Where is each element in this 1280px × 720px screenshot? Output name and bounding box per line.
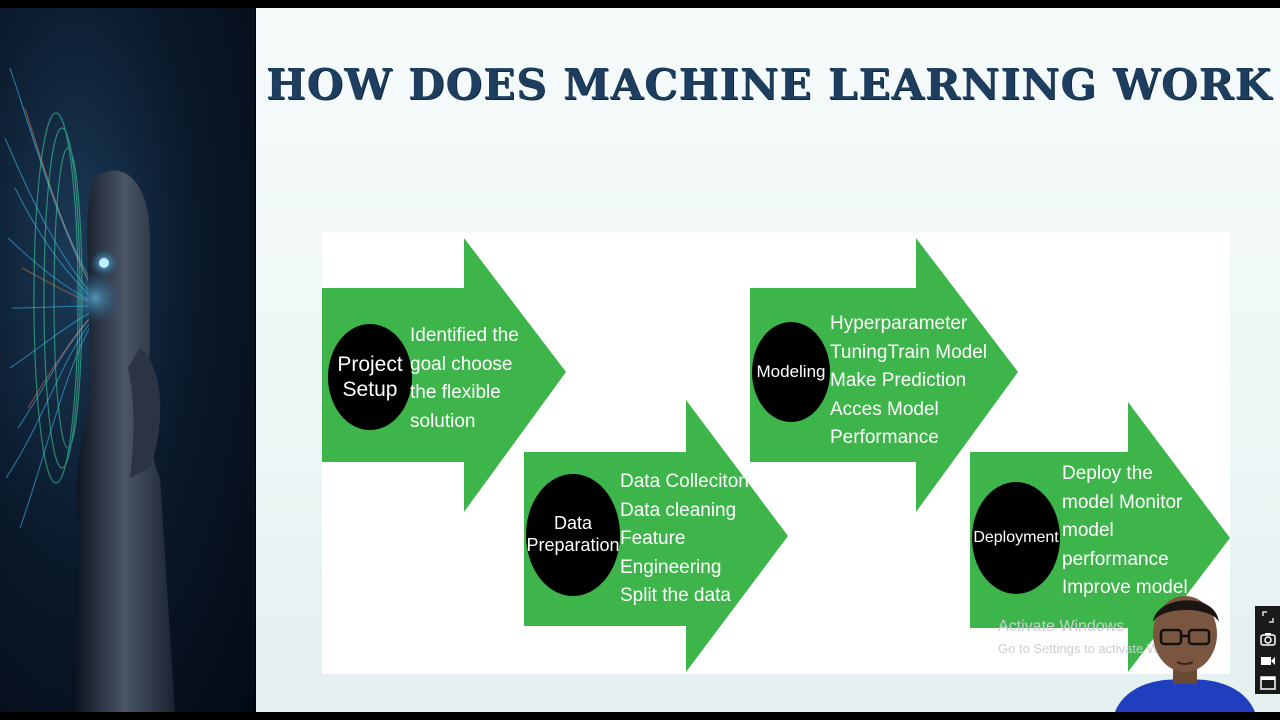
workflow-diagram: Project Setup Identified the goal choose…: [322, 232, 1230, 674]
step-circle-data-preparation: Data Preparation: [526, 474, 620, 596]
step-circle-modeling: Modeling: [752, 322, 830, 422]
watermark-subtitle: Go to Settings to activate Windows.: [998, 641, 1204, 656]
step-description-data-preparation: Data Colleciton Data cleaning Feature En…: [620, 471, 749, 606]
arrow-modeling: Modeling Hyperparameter TuningTrain Mode…: [750, 238, 1018, 512]
step-description-project-setup: Identified the goal choose the flexible …: [410, 325, 519, 432]
slide: HOW DOES MACHINE LEARNING WORK Project S…: [256, 8, 1280, 712]
step-description-modeling: Hyperparameter TuningTrain Model Make Pr…: [830, 313, 988, 448]
arrow-data-preparation: Data Preparation Data Colleciton Data cl…: [524, 400, 788, 672]
step-circle-deployment: Deployment: [972, 482, 1060, 594]
step-circle-project-setup: Project Setup: [328, 324, 412, 430]
video-icon[interactable]: [1259, 653, 1277, 669]
step-description-deployment: Deploy the model Monitor model performan…: [1062, 463, 1188, 598]
slide-title: HOW DOES MACHINE LEARNING WORK: [266, 60, 1273, 109]
ai-robot-illustration: [0, 8, 255, 712]
activate-windows-watermark: Activate Windows Go to Settings to activ…: [998, 616, 1203, 660]
expand-icon[interactable]: [1259, 609, 1277, 625]
camera-toolbar: [1255, 606, 1280, 694]
camera-icon[interactable]: [1259, 631, 1277, 647]
arrow-project-setup: Project Setup Identified the goal choose…: [322, 238, 566, 512]
watermark-title: Activate Windows: [998, 618, 1125, 635]
window-icon[interactable]: [1259, 675, 1277, 691]
presenter-webcam: [1115, 582, 1255, 712]
